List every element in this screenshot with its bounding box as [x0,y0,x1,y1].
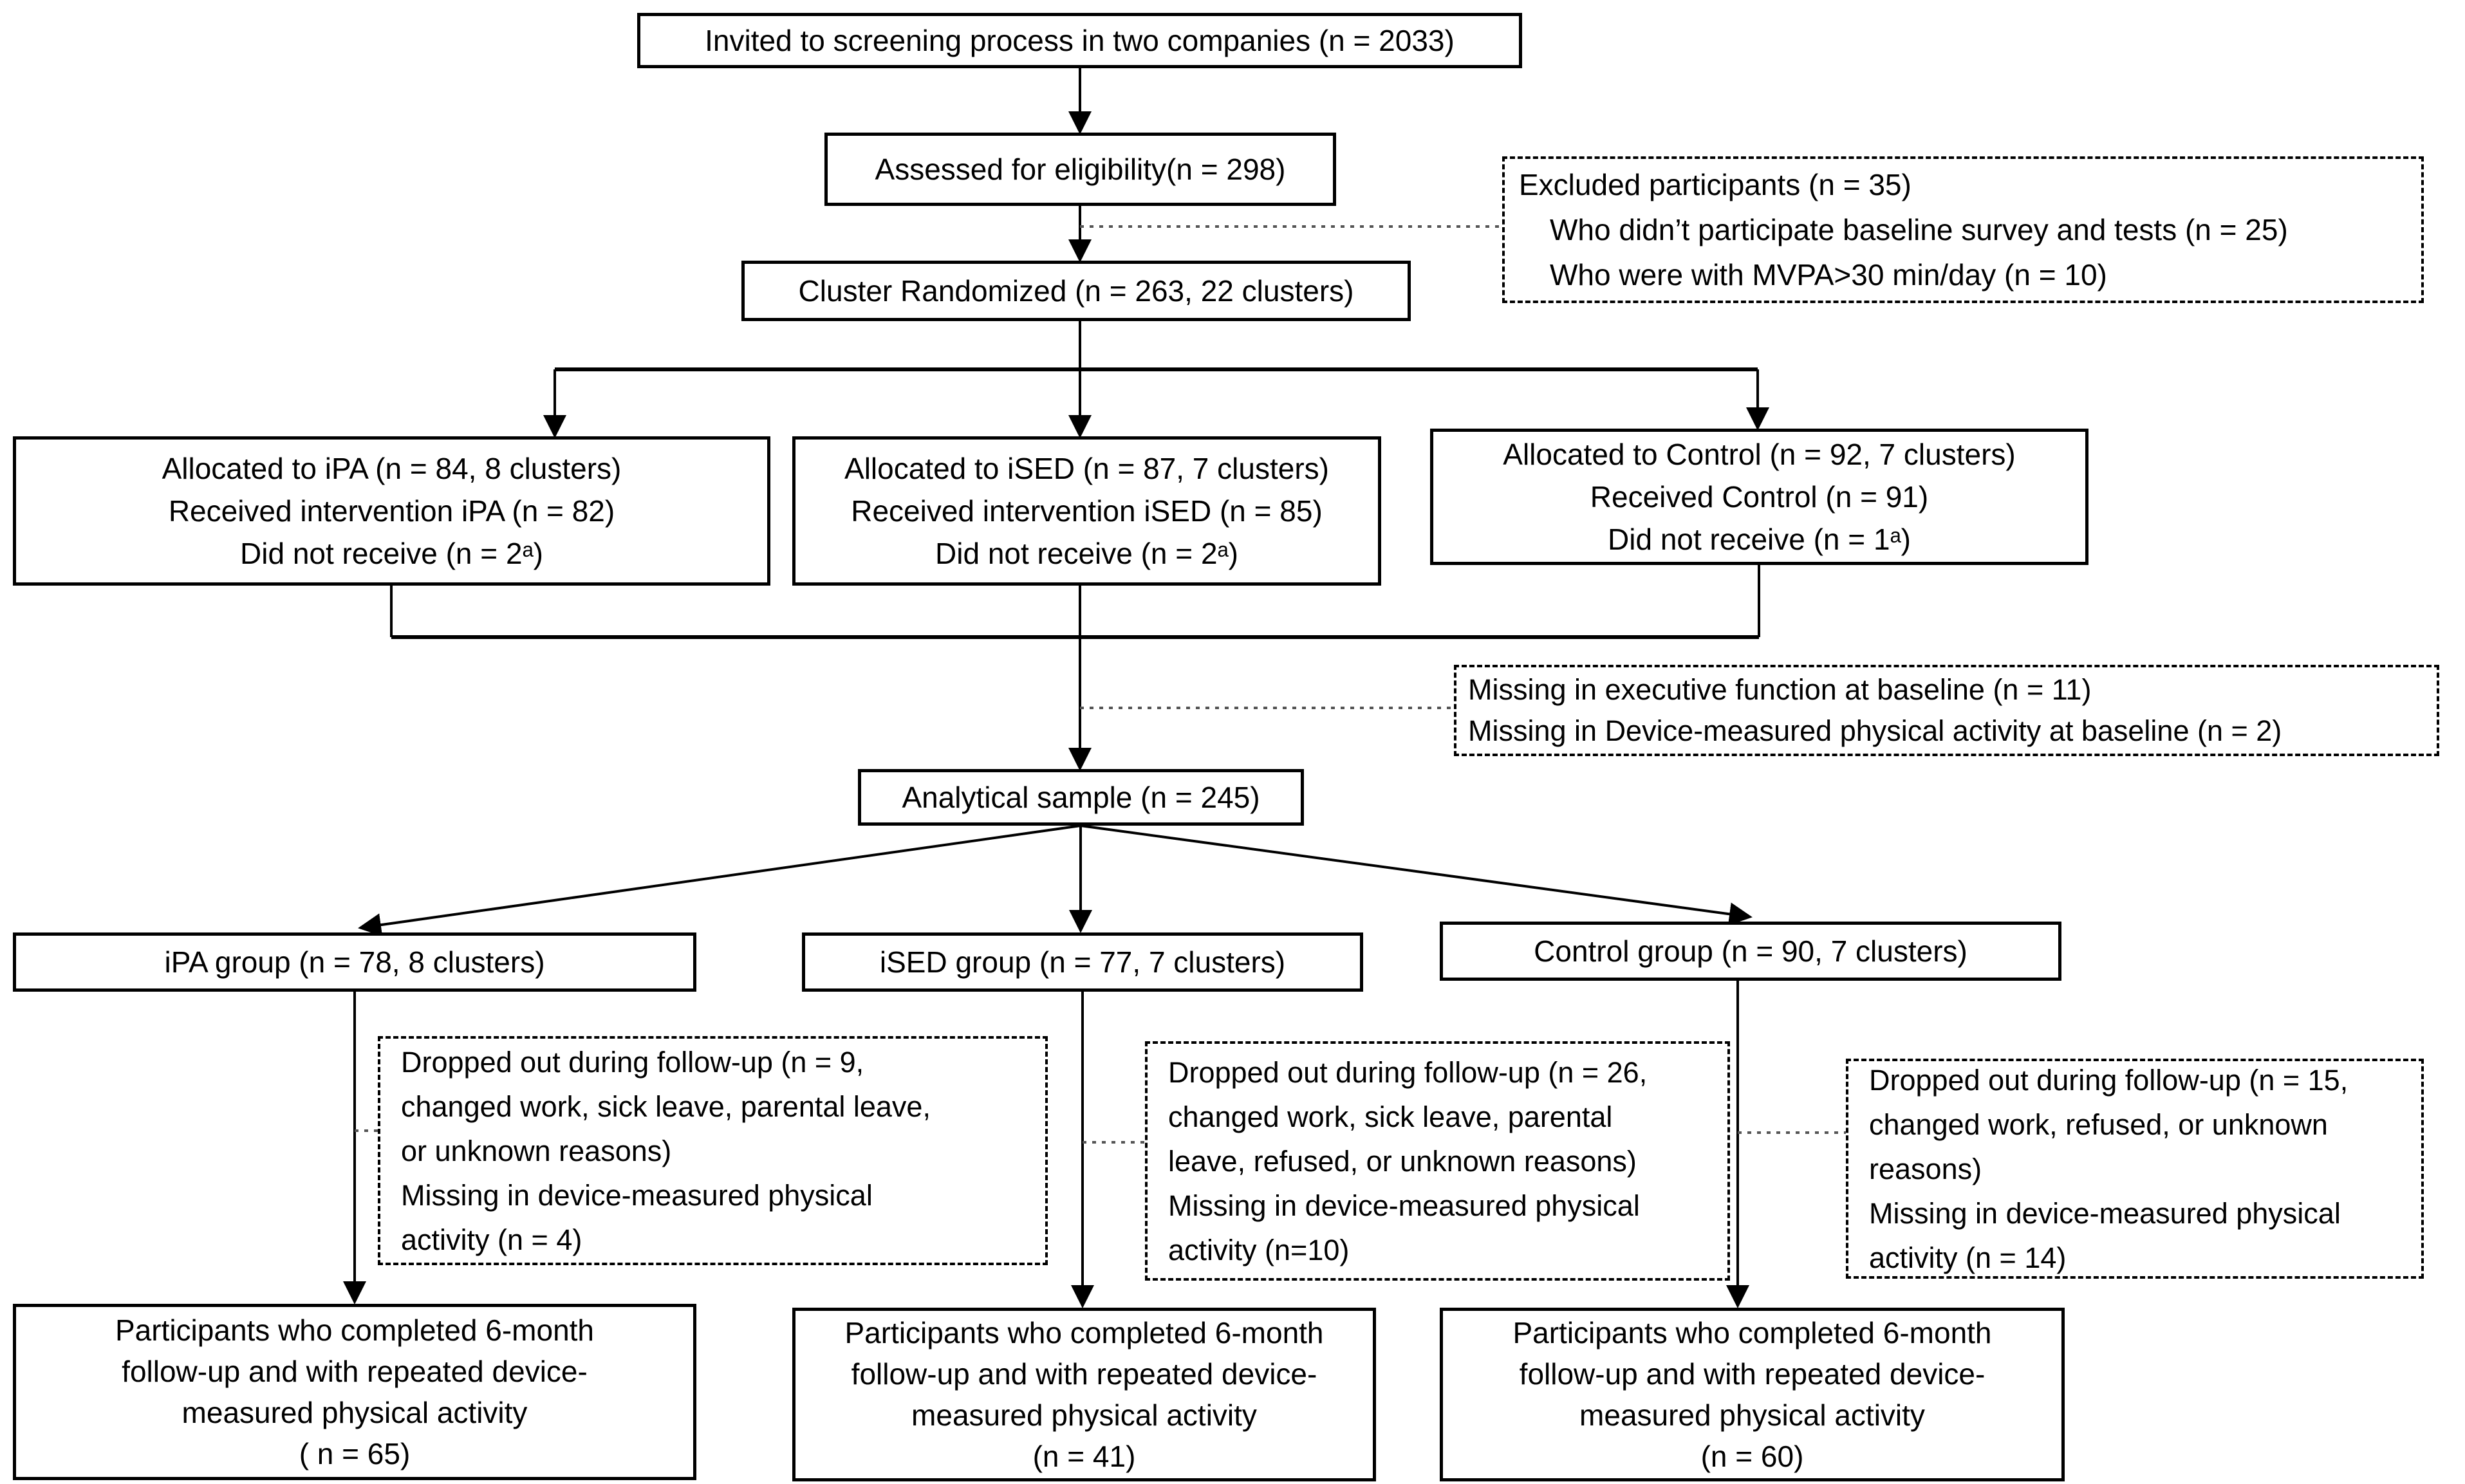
connector-analytical-control-group [1080,824,1753,926]
node-analytical-sample-text: Analytical sample (n = 245) [902,781,1260,814]
node-completed-control-line-2: follow-up and with repeated device- [1519,1357,1986,1391]
node-dropout-ipa-line-1: Dropped out during follow-up (n = 9, [401,1045,864,1079]
node-completed-control-line-1: Participants who completed 6-month [1512,1316,1992,1350]
node-completed-ipa: Participants who completed 6-month follo… [13,1304,696,1480]
node-completed-ised: Participants who completed 6-month follo… [792,1308,1376,1481]
node-group-ised: iSED group (n = 77, 7 clusters) [802,932,1363,992]
node-invited-text: Invited to screening process in two comp… [705,24,1455,57]
node-allocated-ipa-line-3: Did not receive (n = 2ᵃ) [240,537,543,570]
node-completed-control: Participants who completed 6-month follo… [1440,1308,2065,1481]
node-assessed: Assessed for eligibility(n = 298) [824,133,1336,206]
node-dropout-ipa-line-4: Missing in device-measured physical [401,1178,873,1212]
node-excluded-line-3: Who were with MVPA>30 min/day (n = 10) [1550,258,2107,292]
node-dropout-ipa-line-3: or unknown reasons) [401,1134,672,1167]
node-completed-ised-line-1: Participants who completed 6-month [844,1316,1324,1350]
solid-connectors [343,68,1769,1308]
node-dropout-control-line-4: Missing in device-measured physical [1869,1196,2341,1230]
node-cluster-randomized: Cluster Randomized (n = 263, 22 clusters… [741,261,1411,321]
node-allocated-control-line-1: Allocated to Control (n = 92, 7 clusters… [1503,438,2016,471]
node-dropout-control-line-2: changed work, refused, or unknown [1869,1108,2328,1141]
node-excluded-line-2: Who didn’t participate baseline survey a… [1550,213,2288,246]
node-dropout-ised-line-3: leave, refused, or unknown reasons) [1168,1144,1637,1178]
node-missing-baseline-line-1: Missing in executive function at baselin… [1468,673,2092,706]
node-dropout-ised-line-5: activity (n=10) [1168,1233,1350,1266]
node-allocated-ised-line-1: Allocated to iSED (n = 87, 7 clusters) [844,452,1329,485]
node-group-ipa-text: iPA group (n = 78, 8 clusters) [164,945,545,979]
node-analytical-sample: Analytical sample (n = 245) [858,769,1304,826]
node-allocated-control-line-3: Did not receive (n = 1ᵃ) [1608,523,1911,556]
node-excluded: Excluded participants (n = 35) Who didn’… [1502,156,2424,303]
node-allocated-ised: Allocated to iSED (n = 87, 7 clusters) R… [792,436,1381,586]
node-dropout-control-line-5: activity (n = 14) [1869,1241,2067,1274]
node-group-ised-text: iSED group (n = 77, 7 clusters) [879,945,1286,979]
node-dropout-ised-line-2: changed work, sick leave, parental [1168,1100,1613,1133]
node-allocated-control-line-2: Received Control (n = 91) [1590,480,1929,514]
node-dropout-ised: Dropped out during follow-up (n = 26, ch… [1145,1041,1730,1281]
node-completed-ised-line-4: (n = 41) [1032,1440,1136,1473]
node-dropout-control-line-3: reasons) [1869,1152,1982,1185]
node-allocated-ipa-line-2: Received intervention iPA (n = 82) [168,494,615,528]
node-completed-ipa-line-1: Participants who completed 6-month [115,1313,595,1347]
node-dropout-ipa-line-5: activity (n = 4) [401,1223,582,1256]
connector-analytical-ipa-group [358,824,1081,937]
node-completed-ised-line-2: follow-up and with repeated device- [851,1357,1317,1391]
node-missing-baseline-line-2: Missing in Device-measured physical acti… [1468,714,2282,747]
node-group-ipa: iPA group (n = 78, 8 clusters) [13,932,696,992]
node-assessed-text: Assessed for eligibility(n = 298) [875,153,1286,186]
node-group-control-text: Control group (n = 90, 7 clusters) [1534,934,1967,968]
node-dropout-control-line-1: Dropped out during follow-up (n = 15, [1869,1063,2349,1097]
node-dropout-ipa: Dropped out during follow-up (n = 9, cha… [378,1036,1048,1265]
node-completed-ised-line-3: measured physical activity [911,1398,1257,1432]
node-dropout-ised-line-1: Dropped out during follow-up (n = 26, [1168,1055,1648,1089]
dashed-connectors [355,225,1846,1144]
node-completed-ipa-line-2: follow-up and with repeated device- [122,1355,588,1388]
node-completed-ipa-line-4: ( n = 65) [299,1437,411,1470]
node-completed-ipa-line-3: measured physical activity [181,1396,528,1429]
node-allocated-ised-line-2: Received intervention iSED (n = 85) [851,494,1323,528]
node-allocated-ipa: Allocated to iPA (n = 84, 8 clusters) Re… [13,436,770,586]
node-cluster-randomized-text: Cluster Randomized (n = 263, 22 clusters… [798,274,1354,308]
node-dropout-ised-line-4: Missing in device-measured physical [1168,1189,1640,1222]
node-completed-control-line-3: measured physical activity [1579,1398,1925,1432]
node-allocated-control: Allocated to Control (n = 92, 7 clusters… [1430,429,2088,565]
node-invited: Invited to screening process in two comp… [637,13,1522,68]
node-excluded-line-1: Excluded participants (n = 35) [1519,168,1912,201]
node-group-control: Control group (n = 90, 7 clusters) [1440,922,2061,981]
node-dropout-ipa-line-2: changed work, sick leave, parental leave… [401,1090,931,1123]
node-dropout-control: Dropped out during follow-up (n = 15, ch… [1846,1059,2424,1279]
node-allocated-ised-line-3: Did not receive (n = 2ᵃ) [935,537,1238,570]
node-missing-baseline: Missing in executive function at baselin… [1454,665,2439,756]
node-allocated-ipa-line-1: Allocated to iPA (n = 84, 8 clusters) [162,452,622,485]
node-completed-control-line-4: (n = 60) [1700,1440,1804,1473]
